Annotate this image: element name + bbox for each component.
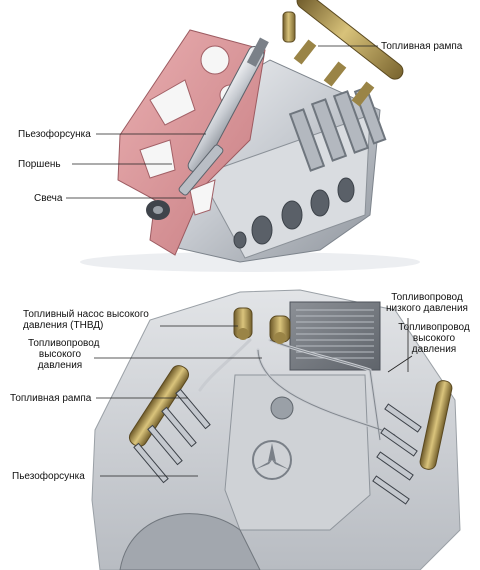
cutaway-illustration	[0, 0, 480, 280]
label-fuel-rail-top: Топливная рампа	[381, 41, 463, 52]
label-lp-line-line1: Топливопровод	[391, 292, 463, 303]
cutaway-panel: Топливная рампа Пьезофорсунка Поршень Св…	[0, 0, 480, 280]
label-hp-pump-line1: Топливный насос высокого	[23, 309, 149, 320]
label-hp-line-left-line1: Топливопровод	[28, 338, 100, 349]
engine-panel: Топливный насос высокого давления (ТНВД)…	[0, 280, 480, 570]
label-hp-pump-line2: давления (ТНВД)	[23, 320, 104, 331]
label-hp-line-right-line3: давления	[411, 344, 457, 355]
label-fuel-rail-bottom: Топливная рампа	[10, 393, 92, 404]
label-hp-line-left: Топливопровод высокого давления	[28, 338, 100, 371]
label-hp-pump: Топливный насос высокого давления (ТНВД)	[23, 309, 149, 331]
label-hp-line-left-line3: давления	[37, 360, 83, 371]
label-hp-line-right-line2: высокого	[412, 333, 456, 344]
label-lp-line-line2: низкого давления	[386, 303, 468, 314]
label-hp-line-right: Топливопровод высокого давления	[398, 322, 470, 355]
label-lp-line: Топливопровод низкого давления	[382, 292, 472, 314]
label-piezo-injector-bottom: Пьезофорсунка	[12, 471, 85, 482]
mercedes-star-icon	[252, 440, 292, 480]
label-piston: Поршень	[18, 159, 61, 170]
engine-illustration	[0, 280, 480, 570]
label-spark-plug: Свеча	[34, 193, 63, 204]
label-piezo-injector-top: Пьезофорсунка	[18, 129, 91, 140]
label-hp-line-right-line1: Топливопровод	[398, 322, 470, 333]
label-hp-line-left-line2: высокого	[38, 349, 82, 360]
